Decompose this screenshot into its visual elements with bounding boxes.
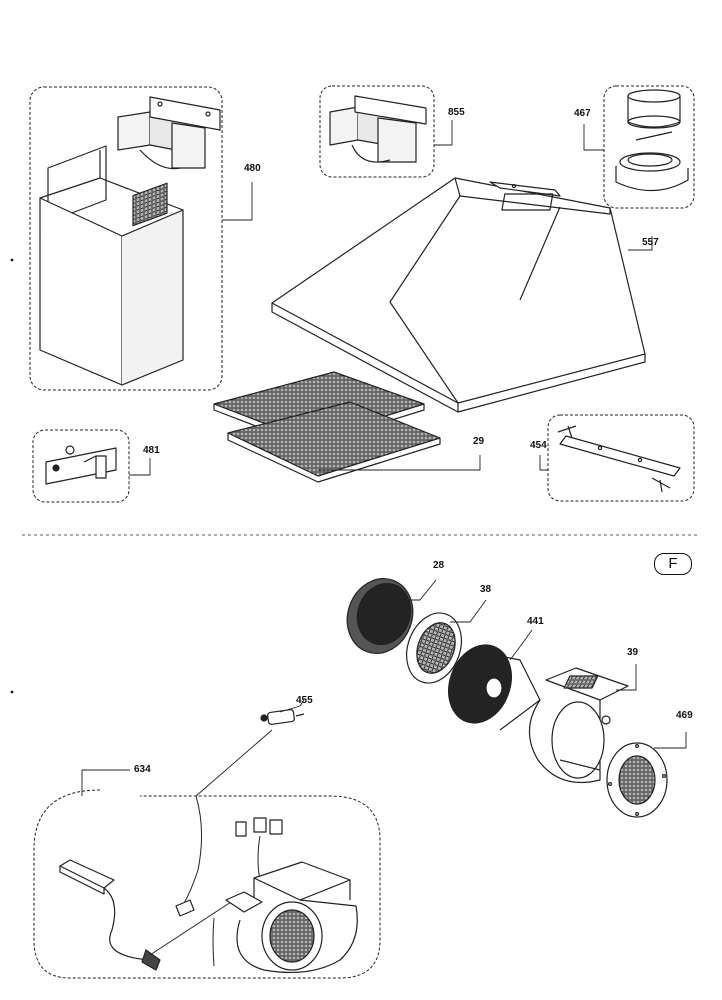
part-39-blower-housing [528,664,637,784]
control-board-drawing [59,859,161,971]
duct-adapter-drawing [117,96,221,170]
callout-467: 467 [574,108,591,119]
part-454-bracket-group [539,414,695,502]
part-855-duct-group [319,85,453,178]
part-469-outlet-plate [606,732,687,818]
callout-469: 469 [676,710,693,721]
chimney-cover-drawing [39,145,184,386]
callout-29: 29 [473,436,485,447]
callout-454: 454 [530,440,547,451]
part-441-fan-wheel [448,629,541,731]
callout-557: 557 [642,237,659,248]
callout-481: 481 [143,445,160,456]
scan-speck [10,690,14,694]
part-467-connector-group [583,85,695,209]
scan-speck [10,258,14,262]
part-557-hood-canopy [271,177,653,413]
callout-480: 480 [244,163,261,174]
motor-blower-drawing [212,861,358,974]
part-38-inlet-grille [406,599,487,684]
callout-634: 634 [134,764,151,775]
callout-38: 38 [480,584,492,595]
callout-855: 855 [448,107,465,118]
part-29-grease-filters [213,371,481,483]
part-455-connector [195,699,305,797]
callout-39: 39 [627,647,639,658]
part-480-chimney-group [29,86,253,391]
callout-441: 441 [527,616,544,627]
part-634-motor-assembly [33,769,381,979]
callout-455: 455 [296,695,313,706]
part-481-bracket-group [32,429,151,503]
part-28-carbon-filter [346,578,437,654]
section-badge: F [654,553,692,575]
callout-28: 28 [433,560,445,571]
